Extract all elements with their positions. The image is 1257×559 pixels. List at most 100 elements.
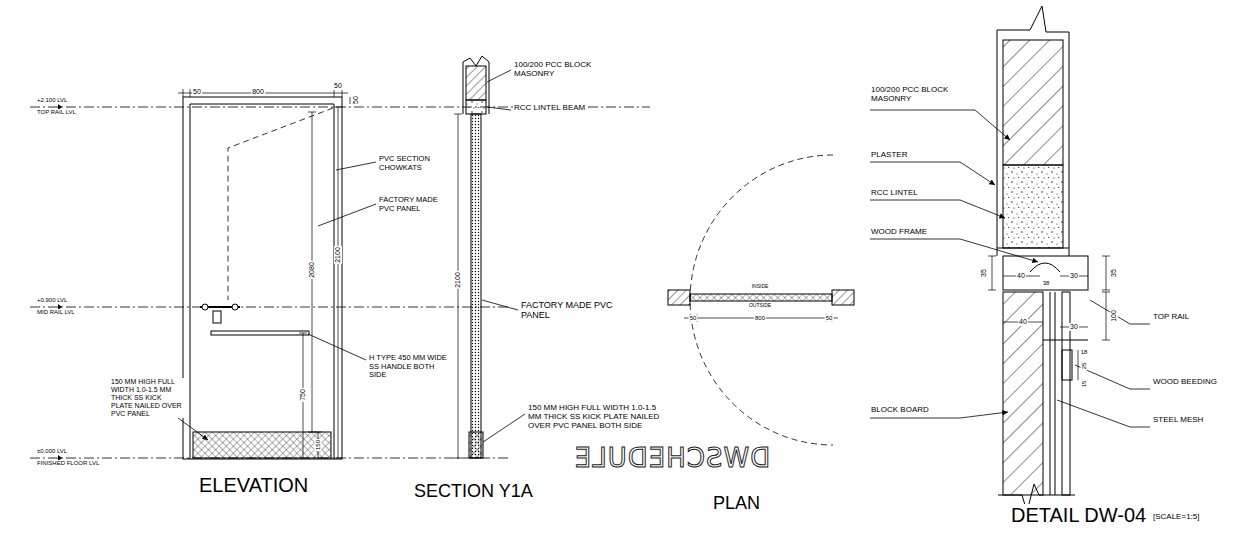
dimension: 100 [1110, 309, 1118, 323]
dimension: 38 [1042, 280, 1051, 287]
note: BLOCK BOARD [870, 405, 930, 414]
door-section [466, 66, 486, 100]
dimension: 35 [980, 268, 988, 278]
dimension: 50 [192, 88, 202, 96]
dimension: 40 [1016, 272, 1026, 280]
dimension: 50 [352, 95, 360, 105]
dimension: 50 [333, 82, 343, 90]
leader-line [483, 414, 525, 442]
dimension: 30 [1069, 323, 1079, 331]
door-section [463, 56, 489, 458]
dimension: 800 [754, 315, 766, 322]
dimension: 2080 [308, 261, 316, 279]
door-detail [1003, 40, 1063, 165]
dimension: 150 [315, 439, 322, 451]
level-line [30, 307, 510, 308]
note: OUTSIDE [748, 303, 772, 309]
level-marker: +0.900 LVL [36, 297, 68, 304]
door-section [471, 114, 481, 458]
door-elevation [183, 97, 342, 459]
door-detail [1003, 165, 1063, 248]
note: 100/200 PCC BLOCK MASONRY [513, 60, 605, 78]
door-detail [997, 6, 1069, 40]
dimension-line [1102, 292, 1110, 340]
leader-line [1057, 400, 1150, 427]
dimension-line [308, 112, 316, 432]
note: [SCALE=1:5] [1152, 512, 1200, 521]
dimension: 50 [689, 315, 698, 322]
door-plan [832, 290, 854, 305]
note: FACTORY MADE PVC PANEL [378, 196, 442, 213]
note: 100/200 PCC BLOCK MASONRY [870, 85, 982, 103]
door-detail [1030, 263, 1060, 272]
leader-line [1090, 300, 1150, 324]
door-section [463, 56, 489, 66]
door-elevation [211, 331, 309, 335]
dimension: 30 [1069, 272, 1079, 280]
leader-line [870, 162, 995, 185]
note: PLASTER [870, 150, 908, 159]
note: 150 MM HIGH FULL WIDTH 1.0-1.5 MM THICK … [527, 403, 669, 431]
dimension-line [454, 114, 462, 458]
note: 150 MM HIGH FULL WIDTH 1.0-1.5 MM THICK … [110, 378, 184, 418]
dimension: 50 [825, 315, 834, 322]
note: STEEL MESH [1152, 415, 1204, 424]
level-marker: FINISHED FLOOR LVL [36, 460, 100, 467]
dimension-line [299, 333, 307, 458]
door-detail [1003, 256, 1088, 290]
door-plan [690, 294, 832, 301]
view-title: SECTION Y1A [413, 481, 534, 502]
door-detail [997, 40, 1069, 256]
dimension-line [314, 432, 322, 458]
door-detail [997, 6, 1088, 512]
dimension-line [684, 314, 838, 322]
door-detail [997, 248, 1069, 249]
door-elevation [232, 304, 238, 310]
leader-line [336, 162, 376, 170]
note: RCC LINTEL [870, 188, 919, 197]
dimension-line [684, 314, 838, 322]
door-section [463, 62, 489, 114]
note: TOP RAIL [1152, 312, 1190, 321]
dimension: 800 [251, 88, 265, 96]
dimension: 2100 [454, 271, 462, 289]
leader-line [870, 200, 1005, 218]
leader-line [178, 418, 208, 440]
door-elevation [183, 97, 342, 459]
note: H TYPE 450 MM WIDE SS HANDLE BOTH SIDE [368, 354, 452, 380]
leader-line [870, 110, 1150, 427]
door-detail [1003, 292, 1043, 495]
door-elevation [193, 432, 331, 458]
view-title: PLAN [712, 493, 761, 514]
dimension: 25 [1081, 362, 1088, 371]
leader-line [482, 70, 525, 442]
dimension-line [988, 256, 1110, 380]
door-plan [668, 290, 690, 305]
leader-line [318, 204, 376, 226]
leader-line [487, 70, 511, 82]
door-elevation [202, 304, 208, 310]
dimension-line [178, 89, 350, 458]
leader-line [308, 334, 366, 360]
door-plan [690, 155, 833, 445]
dimension-line [454, 114, 462, 458]
leader-line [870, 110, 1010, 140]
dimension-line [334, 107, 342, 458]
level-marker: TOP RAIL LVL [36, 109, 77, 116]
door-detail [1050, 292, 1055, 495]
leader-line [870, 239, 1038, 262]
door-detail [1043, 340, 1088, 341]
leader-line [487, 107, 511, 110]
dimension: 18 [1080, 349, 1089, 356]
door-elevation [190, 104, 334, 459]
note: RCC LINTEL BEAM [513, 103, 586, 112]
door-section [469, 432, 483, 458]
door-elevation [228, 108, 333, 300]
note: INSIDE [751, 284, 770, 290]
dimension-line [350, 97, 351, 104]
level-marker: MID RAIL LVL [36, 309, 76, 316]
view-title: ELEVATION [198, 474, 309, 497]
note: WOOD FRAME [870, 227, 928, 236]
dimension: 2100 [334, 246, 342, 264]
level-marker: ±0.000 LVL [36, 448, 68, 455]
